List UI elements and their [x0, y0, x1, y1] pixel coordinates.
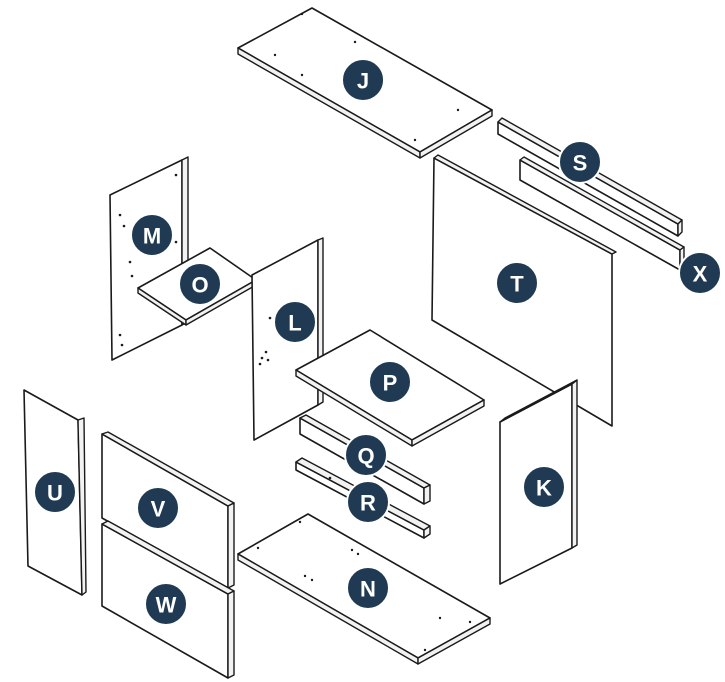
badge-l-label: L [288, 311, 301, 336]
badge-p: P [368, 360, 412, 404]
badge-v-label: V [151, 497, 166, 522]
badge-r-label: R [360, 491, 376, 516]
rail-x [519, 156, 685, 271]
badge-m: M [130, 213, 174, 257]
panel-m [109, 156, 189, 361]
badge-s: S [558, 140, 602, 184]
badge-q-circle [344, 433, 388, 477]
badge-t-label: T [510, 272, 524, 297]
badge-x-circle [678, 251, 722, 295]
badge-t: T [495, 261, 539, 305]
badge-r-circle [346, 480, 390, 524]
badge-j-label: J [357, 69, 369, 94]
badge-r: R [346, 480, 390, 524]
badge-o-label: O [191, 273, 208, 298]
badge-s-circle [558, 140, 602, 184]
badge-n-label: N [360, 577, 376, 602]
badge-o-circle [178, 262, 222, 306]
badge-x: X [678, 251, 722, 295]
badge-v-circle [136, 486, 180, 530]
badge-x-label: X [693, 262, 708, 287]
badge-j: J [341, 58, 385, 102]
badge-n-circle [346, 566, 390, 610]
badge-k-circle [522, 465, 566, 509]
badge-m-label: M [143, 224, 161, 249]
badge-k: K [522, 465, 566, 509]
badge-v: V [136, 486, 180, 530]
badge-u-circle [33, 470, 77, 514]
badge-q-label: Q [357, 444, 374, 469]
badge-q: Q [344, 433, 388, 477]
badge-l-circle [273, 300, 317, 344]
badge-n: N [346, 566, 390, 610]
badge-w-label: W [156, 593, 177, 618]
badge-s-label: S [573, 151, 588, 176]
badge-p-label: P [383, 371, 398, 396]
badge-k-label: K [536, 476, 552, 501]
badge-m-circle [130, 213, 174, 257]
badge-u: U [33, 470, 77, 514]
badge-w: W [144, 582, 188, 626]
badge-t-circle [495, 261, 539, 305]
badge-o: O [178, 262, 222, 306]
badge-j-circle [341, 58, 385, 102]
badge-w-circle [144, 582, 188, 626]
badge-u-label: U [47, 481, 63, 506]
badge-l: L [273, 300, 317, 344]
badge-p-circle [368, 360, 412, 404]
